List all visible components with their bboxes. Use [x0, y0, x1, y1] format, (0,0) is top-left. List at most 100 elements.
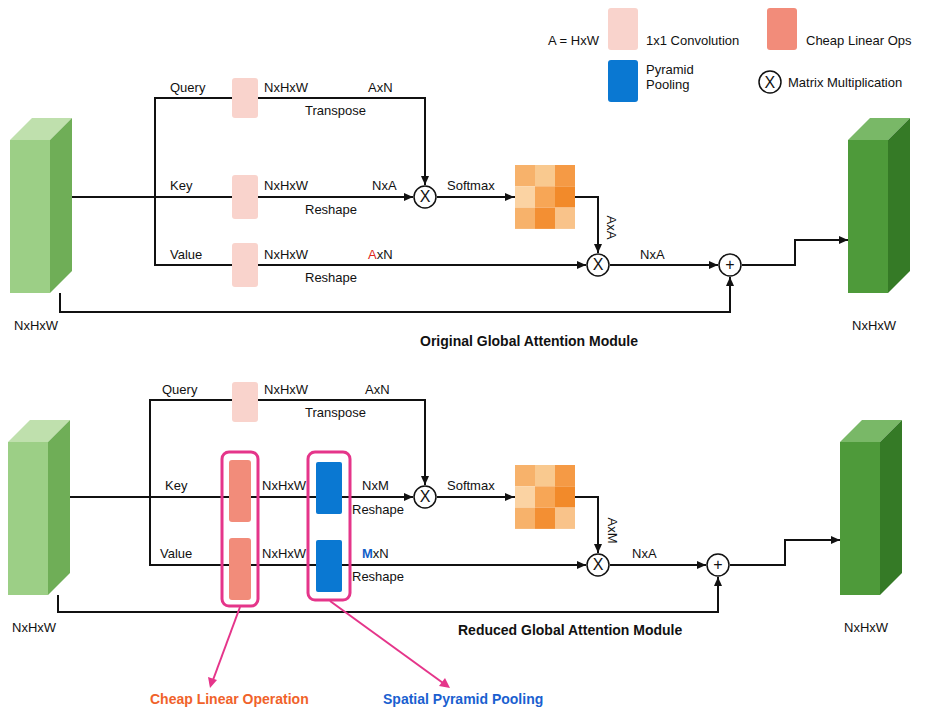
tensor-size: AxN: [368, 80, 393, 95]
cheap-linear-box: [229, 460, 251, 522]
branch-name: Key: [165, 478, 187, 493]
attention-map-cell: [515, 465, 535, 486]
arrowhead: [594, 544, 602, 553]
tensor-size: NxHxW: [262, 546, 306, 561]
cube-side: [48, 420, 70, 595]
legend-symbol: X: [765, 75, 776, 90]
branch-name: Query: [170, 80, 205, 95]
arrowhead: [404, 193, 413, 201]
connector: [610, 561, 706, 569]
operation-name: Reshape: [305, 270, 357, 285]
attention-map-cell: [555, 486, 575, 507]
operator-outline: [414, 486, 436, 508]
tensor-size: NxHxW: [264, 382, 308, 397]
attention-map-cell: [515, 508, 535, 529]
arrowhead: [421, 176, 429, 185]
leader-arrowhead: [208, 677, 217, 688]
legend-multiply-symbol: [759, 71, 781, 93]
feature-map-cube: [10, 118, 72, 293]
formula-note: A = HxW: [548, 33, 599, 48]
legend-text: Pyramid Pooling: [646, 62, 708, 92]
connector: [72, 197, 586, 269]
arrowhead: [404, 493, 413, 501]
feature-map-cube: [8, 420, 70, 595]
feature-map-cube: [848, 118, 910, 293]
edge-label: NxA: [632, 546, 657, 561]
tensor-size: NxHxW: [264, 178, 308, 193]
operator-node: X: [413, 185, 437, 209]
operation-name: Reshape: [352, 502, 404, 517]
attention-map-cell: [555, 186, 575, 207]
arrowhead: [709, 261, 718, 269]
attention-map-cell: [535, 186, 555, 207]
highlight-outline: [308, 452, 350, 600]
attention-map-cell: [555, 465, 575, 486]
connector: [730, 536, 840, 565]
operator-symbol: X: [586, 253, 610, 277]
arrowhead: [714, 577, 722, 586]
cube-side: [50, 118, 72, 293]
arrowhead: [577, 261, 586, 269]
attention-map-cell: [555, 208, 575, 229]
cube-front: [840, 442, 880, 595]
arrowhead: [831, 536, 840, 544]
attention-map-cell: [515, 186, 535, 207]
tensor-size: AxN: [365, 382, 390, 397]
legend-swatch: [608, 60, 638, 102]
operator-symbol: X: [586, 553, 610, 577]
feature-map-node: NxHxW: [10, 118, 72, 338]
connector-line: [72, 197, 586, 265]
attention-map-cell: [555, 508, 575, 529]
edge-label: Softmax: [447, 178, 495, 193]
feature-map-node: NxHxW: [848, 118, 910, 338]
feature-map-cube: [840, 420, 902, 595]
tensor-size: NxHxW: [12, 620, 56, 635]
connector-line: [742, 240, 848, 265]
branch-name: Value: [160, 546, 192, 561]
branch-name: Value: [170, 247, 202, 262]
branch-name: Key: [170, 178, 192, 193]
cube-front: [848, 140, 888, 293]
edge-label: Softmax: [447, 478, 495, 493]
tensor-size: NxA: [372, 178, 397, 193]
tensor-size: NxHxW: [264, 80, 308, 95]
feature-map-node: NxHxW: [840, 420, 902, 640]
legend-text: Matrix Multiplication: [788, 75, 902, 90]
cube-front: [8, 442, 48, 595]
operator-outline: [587, 554, 609, 576]
operation-name: Reshape: [305, 202, 357, 217]
tensor-size: AxN: [368, 247, 393, 262]
tensor-size: NxHxW: [852, 318, 896, 333]
connector-line: [610, 264, 718, 266]
attention-map-cell: [535, 486, 555, 507]
attention-map-cell: [555, 165, 575, 186]
conv-box: [232, 243, 258, 287]
pyramid-pooling-box: [316, 540, 342, 592]
pyramid-pooling-box: [316, 462, 342, 514]
conv-box: [232, 382, 258, 422]
arrowhead: [577, 561, 586, 569]
operator-node: X: [586, 253, 610, 277]
operator-symbol: +: [718, 253, 742, 277]
operator-symbol: +: [706, 553, 730, 577]
operator-symbol: X: [413, 485, 437, 509]
operator-outline: [414, 186, 436, 208]
tensor-size: NxHxW: [14, 318, 58, 333]
arrowhead: [505, 493, 514, 501]
leader-line: [213, 607, 240, 680]
leader-arrowhead: [439, 678, 450, 688]
tensor-size: NxM: [362, 478, 389, 493]
arrowhead: [839, 236, 848, 244]
cube-side: [880, 420, 902, 595]
operator-node: +: [718, 253, 742, 277]
conv-box: [232, 78, 258, 118]
tensor-size: AxA: [604, 215, 619, 239]
connector-line: [610, 564, 706, 566]
operation-name: Transpose: [305, 405, 366, 420]
callout-label: Spatial Pyramid Pooling: [383, 692, 543, 707]
attention-map-cell: [535, 208, 555, 229]
conv-box: [232, 175, 258, 219]
